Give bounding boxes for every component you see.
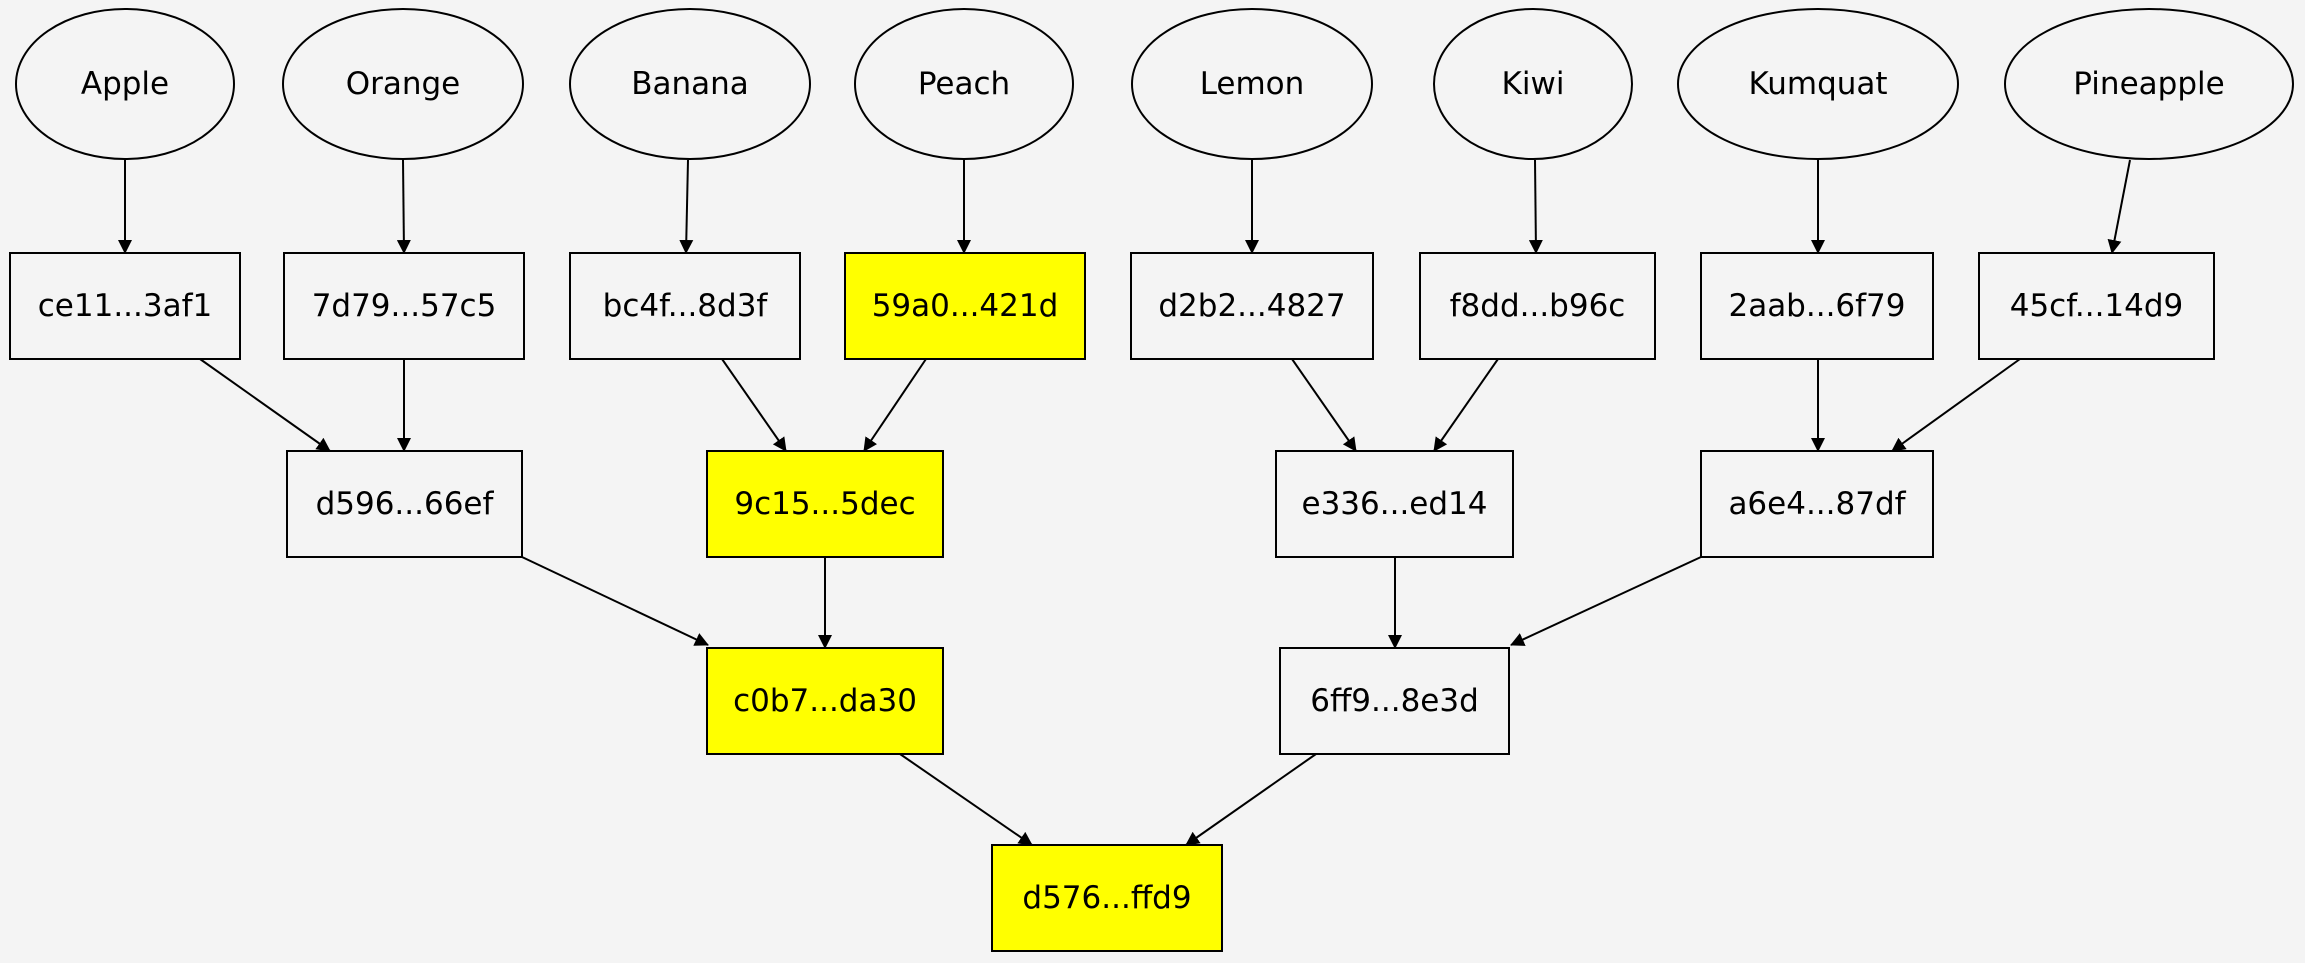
hash-label: 45cf...14d9	[2010, 288, 2184, 324]
hash-node-h-bp: 9c15...5dec	[706, 450, 944, 558]
hash-label: d576...ffd9	[1022, 880, 1191, 916]
hash-box-highlighted	[844, 252, 1086, 360]
leaf-ellipse	[569, 8, 811, 160]
leaf-node-kumquat: Kumquat	[1677, 8, 1959, 160]
hash-box	[1419, 252, 1656, 360]
hash-box	[1130, 252, 1374, 360]
hash-node-h-apple: ce11...3af1	[9, 252, 241, 360]
hash-node-h-left: c0b7...da30	[706, 647, 944, 755]
leaf-ellipse	[1433, 8, 1633, 160]
leaf-ellipse	[282, 8, 524, 160]
leaf-label: Apple	[81, 66, 169, 102]
hash-label: d596...66ef	[316, 486, 495, 522]
hash-label: 6ff9...8e3d	[1310, 683, 1479, 719]
edge-banana-to-h_banana	[679, 159, 694, 254]
hash-node-h-banana: bc4f...8d3f	[569, 252, 801, 360]
leaf-label: Orange	[346, 66, 461, 102]
hash-box-highlighted	[706, 647, 944, 755]
hash-node-h-right: 6ff9...8e3d	[1279, 647, 1510, 755]
hash-box-highlighted	[706, 450, 944, 558]
leaf-node-kiwi: Kiwi	[1433, 8, 1633, 160]
edge-h_banana-to-h_bp	[721, 358, 787, 452]
hash-label: 2aab...6f79	[1728, 288, 1905, 324]
leaf-node-apple: Apple	[15, 8, 235, 160]
hash-box	[283, 252, 525, 360]
edge-pineapple-to-h_pineapple	[2107, 159, 2131, 254]
leaf-node-peach: Peach	[854, 8, 1074, 160]
hash-box	[1978, 252, 2215, 360]
hash-box-highlighted	[991, 844, 1223, 952]
hash-node-h-orange: 7d79...57c5	[283, 252, 525, 360]
hash-label: a6e4...87df	[1728, 486, 1906, 522]
edge-orange-to-h_orange	[396, 159, 411, 254]
leaf-label: Pineapple	[2073, 66, 2224, 102]
hash-box	[1279, 647, 1510, 755]
leaf-label: Banana	[631, 66, 749, 102]
hash-label: 59a0...421d	[872, 288, 1059, 324]
leaf-ellipse	[1677, 8, 1959, 160]
leaf-ellipse	[2004, 8, 2294, 160]
edge-kiwi-to-h_kiwi	[1528, 159, 1543, 254]
edge-h_ao-to-h_left	[521, 556, 709, 646]
hash-box	[1275, 450, 1514, 558]
edge-h_right-to-h_root	[1185, 753, 1317, 846]
hash-box	[569, 252, 801, 360]
leaf-ellipse	[15, 8, 235, 160]
leaf-ellipse	[854, 8, 1074, 160]
edge-h_kp-to-h_right	[1510, 556, 1702, 646]
leaf-label: Kumquat	[1748, 66, 1887, 102]
hash-label: c0b7...da30	[733, 683, 917, 719]
hash-node-h-peach: 59a0...421d	[844, 252, 1086, 360]
edge-layer	[118, 159, 2131, 846]
hash-label: e336...ed14	[1302, 486, 1488, 522]
leaf-node-pineapple: Pineapple	[2004, 8, 2294, 160]
leaf-label: Lemon	[1200, 66, 1305, 102]
hash-node-h-lk: e336...ed14	[1275, 450, 1514, 558]
leaf-node-lemon: Lemon	[1131, 8, 1373, 160]
edge-h_peach-to-h_bp	[863, 358, 927, 452]
hash-label: f8dd...b96c	[1450, 288, 1626, 324]
hash-box	[1700, 252, 1934, 360]
hash-label: 9c15...5dec	[734, 486, 915, 522]
hash-label: d2b2...4827	[1158, 288, 1345, 324]
edge-h_left-to-h_root	[899, 753, 1033, 846]
edge-h_lemon-to-h_lk	[1291, 358, 1357, 452]
edge-h_apple-to-h_ao	[199, 358, 331, 452]
hash-box	[286, 450, 523, 558]
hash-label: ce11...3af1	[38, 288, 212, 324]
hash-node-h-root: d576...ffd9	[991, 844, 1223, 952]
leaf-node-orange: Orange	[282, 8, 524, 160]
hash-box	[9, 252, 241, 360]
leaf-node-banana: Banana	[569, 8, 811, 160]
hash-node-h-pineapple: 45cf...14d9	[1978, 252, 2215, 360]
leaf-ellipse	[1131, 8, 1373, 160]
edge-h_pineapple-to-h_kp	[1891, 358, 2021, 452]
hash-node-h-kiwi: f8dd...b96c	[1419, 252, 1656, 360]
hash-node-h-lemon: d2b2...4827	[1130, 252, 1374, 360]
edge-h_kiwi-to-h_lk	[1433, 358, 1499, 452]
hash-node-h-kumquat: 2aab...6f79	[1700, 252, 1934, 360]
hash-node-h-ao: d596...66ef	[286, 450, 523, 558]
leaf-label: Peach	[918, 66, 1010, 102]
hash-label: 7d79...57c5	[312, 288, 497, 324]
leaf-label: Kiwi	[1502, 66, 1565, 102]
hash-label: bc4f...8d3f	[603, 288, 769, 324]
hash-box	[1700, 450, 1934, 558]
hash-node-h-kp: a6e4...87df	[1700, 450, 1934, 558]
node-layer: Apple Orange Banana Peach Lemon Kiwi Kumquat Pi…	[9, 8, 2294, 952]
